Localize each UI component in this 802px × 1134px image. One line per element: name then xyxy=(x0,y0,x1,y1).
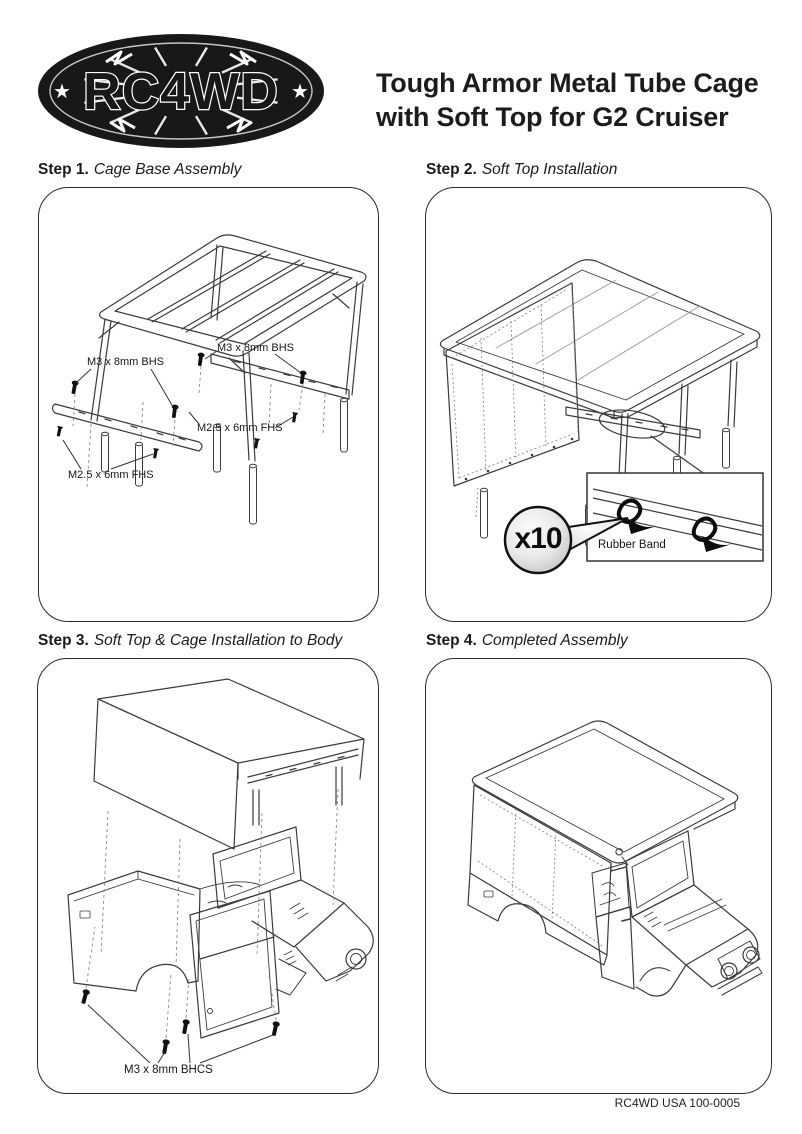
logo-star-right: ★ xyxy=(291,79,309,103)
step1-label: Step 1. xyxy=(38,161,89,178)
step4-label: Step 4. xyxy=(426,632,477,649)
rc4wd-logo-art: ★ ★ RC4WD xyxy=(38,34,324,148)
step1-name: Cage Base Assembly xyxy=(93,161,242,178)
annotation-fhs-right: M2.5 x 6mm FHS xyxy=(197,422,283,434)
step3-heading: Step 3.Soft Top & Cage Installation to B… xyxy=(38,632,342,650)
step2-figure xyxy=(439,259,764,575)
page-title-line1: Tough Armor Metal Tube Cage xyxy=(376,68,759,98)
step3-panel: M3 x 8mm BHCS xyxy=(37,658,379,1094)
step4-name: Completed Assembly xyxy=(481,632,628,649)
page-title: Tough Armor Metal Tube Cage with Soft To… xyxy=(376,66,759,134)
annotation-bhcs: M3 x 8mm BHCS xyxy=(124,1064,213,1076)
rc4wd-logo: ★ ★ RC4WD xyxy=(36,32,326,152)
annotation-rubber-band: Rubber Band xyxy=(598,539,666,551)
step4-heading: Step 4.Completed Assembly xyxy=(426,632,628,650)
step3-name: Soft Top & Cage Installation to Body xyxy=(93,632,343,649)
annotation-bhs-left: M3 x 8mm BHS xyxy=(87,356,165,368)
step3-label: Step 3. xyxy=(38,632,89,649)
step1-heading: Step 1.Cage Base Assembly xyxy=(38,161,241,179)
logo-star-left: ★ xyxy=(53,79,71,103)
annotation-fhs-left: M2.5 x 6mm FHS xyxy=(68,469,154,481)
step2-name: Soft Top Installation xyxy=(481,161,618,178)
step3-figure xyxy=(67,678,374,1064)
step4-figure xyxy=(467,720,763,997)
annotation-quantity-x10: x10 xyxy=(514,522,562,555)
step2-heading: Step 2.Soft Top Installation xyxy=(426,161,617,179)
logo-text: RC4WD xyxy=(83,63,279,121)
page-title-line2: with Soft Top for G2 Cruiser xyxy=(376,102,729,132)
step1-panel: M3 x 8mm BHS M3 x 8mm BHS M2.5 x 6mm FHS… xyxy=(38,187,379,622)
step4-panel xyxy=(425,658,772,1094)
annotation-bhs-right: M3 x 8mm BHS xyxy=(217,342,295,354)
footer-part-number: RC4WD USA 100-0005 xyxy=(614,1096,740,1110)
step1-figure xyxy=(51,234,367,525)
step2-label: Step 2. xyxy=(426,161,477,178)
step2-panel: x10 Rubber Band xyxy=(425,187,772,622)
